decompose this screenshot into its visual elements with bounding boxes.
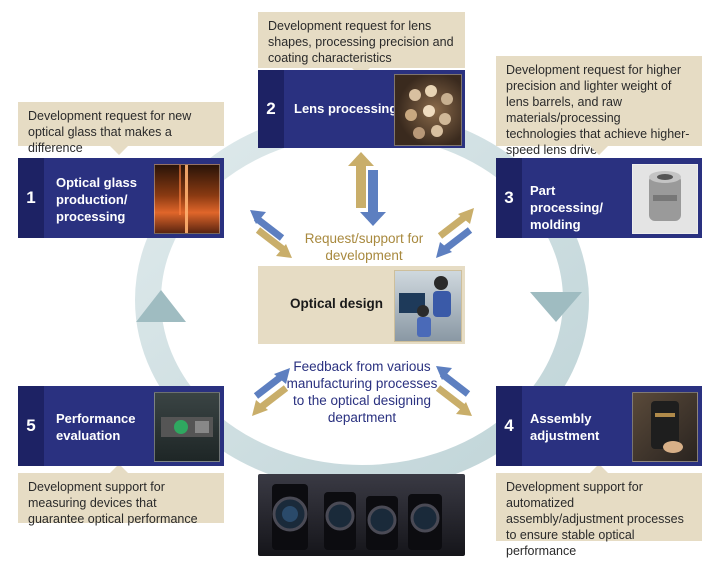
- step5-title: Performance evaluation: [56, 411, 136, 443]
- step1-note: Development request for new optical glas…: [18, 102, 224, 155]
- step3-part-processing: 3 Part processing/ molding: [496, 158, 702, 238]
- lens-barrel-part-photo: [632, 164, 698, 234]
- step3-note-text: Development request for higher precision…: [506, 63, 690, 157]
- step2-note: Development request for lens shapes, pro…: [258, 12, 465, 77]
- step4-note: Development support for automatized asse…: [496, 464, 702, 558]
- step1-number: 1: [18, 158, 44, 238]
- lens-processing-photo: [394, 74, 462, 146]
- optical-design-label: Optical design: [290, 296, 384, 311]
- design-parts-exchange-icon: [436, 208, 474, 258]
- assembly-photo: [632, 392, 698, 462]
- step1-optical-glass: 1 Optical glass production/ processing: [18, 158, 224, 238]
- step5-note-text: Development support for measuring device…: [28, 480, 198, 526]
- request-support-text: Request/support for development: [304, 231, 424, 263]
- design-lens-exchange-icon: [348, 152, 386, 226]
- step2-lens-processing: 2 Lens processing: [258, 70, 465, 148]
- step2-number: 2: [258, 70, 284, 148]
- step1-title: Optical glass production/ processing: [56, 175, 137, 224]
- step2-title: Lens processing: [294, 101, 398, 116]
- step3-note: Development request for higher precision…: [496, 56, 702, 157]
- step5-number: 5: [18, 386, 44, 466]
- evaluation-device-photo: [154, 392, 220, 462]
- step4-assembly: 4 Assembly adjustment: [496, 386, 702, 466]
- feedback-assembly-arrow-icon: [435, 366, 472, 416]
- feedback-evaluation-arrow-icon: [252, 368, 290, 416]
- nikkor-lens-lineup-photo: [258, 474, 465, 556]
- step5-performance-evaluation: 5 Performance evaluation: [18, 386, 224, 466]
- step4-number: 4: [496, 386, 522, 466]
- cycle-arrow-up-icon: [136, 290, 186, 322]
- step5-note: Development support for measuring device…: [18, 464, 224, 526]
- step4-title: Assembly adjustment: [530, 411, 600, 443]
- optical-design-box: Optical design: [258, 266, 465, 344]
- feedback-text: Feedback from various manufacturing proc…: [286, 359, 438, 425]
- step4-note-text: Development support for automatized asse…: [506, 480, 684, 558]
- design-glass-exchange-icon: [250, 210, 292, 258]
- step3-number: 3: [496, 158, 522, 238]
- glass-furnace-photo: [154, 164, 220, 234]
- step1-note-text: Development request for new optical glas…: [28, 109, 192, 155]
- step3-title: Part processing/ molding: [530, 183, 603, 232]
- optical-design-photo: [394, 270, 462, 342]
- step2-note-text: Development request for lens shapes, pro…: [268, 19, 454, 65]
- cycle-arrow-down-icon: [530, 292, 582, 322]
